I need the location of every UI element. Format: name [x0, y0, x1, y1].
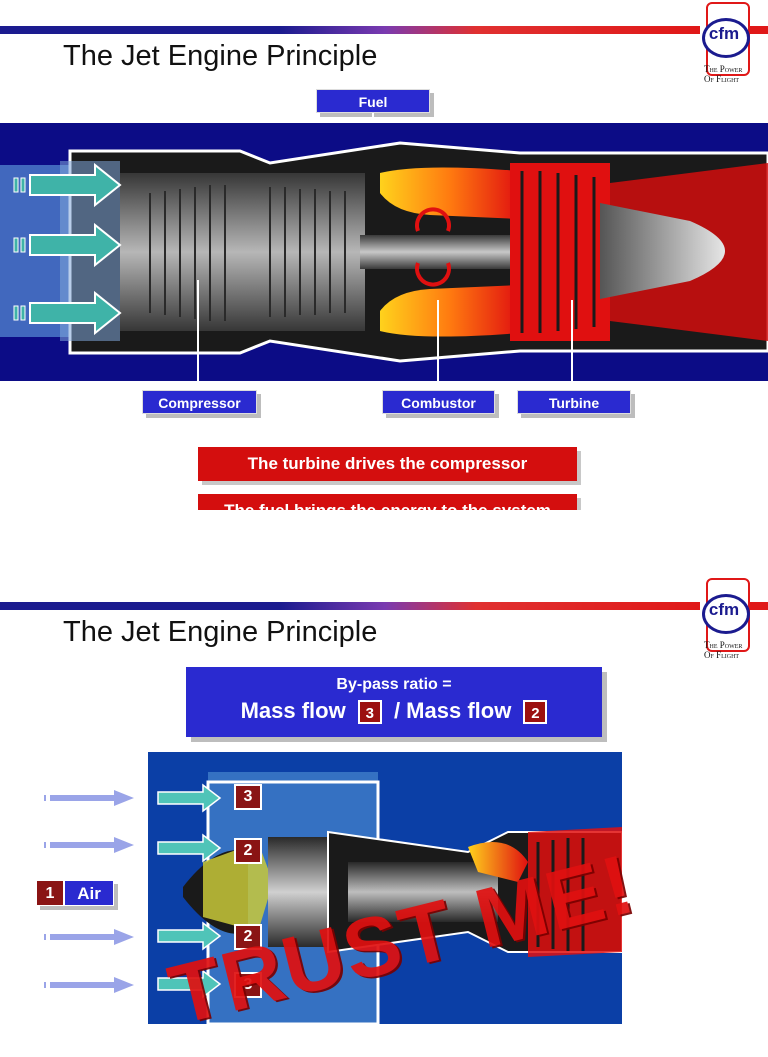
- header-stripe: [0, 26, 700, 34]
- combustor-flame-top: [380, 167, 520, 219]
- header-stripe: [0, 602, 700, 610]
- slide-title: The Jet Engine Principle: [63, 616, 378, 648]
- flow-number-2-lower: 2: [234, 924, 262, 950]
- outer-air-arrow: [44, 929, 134, 945]
- cfm-logo: cfm The Power Of Flight: [700, 2, 768, 92]
- rotation-arrow-bottom: [415, 262, 451, 287]
- turbine-leader: [571, 300, 573, 390]
- air-badge-label: Air: [64, 880, 114, 906]
- denominator-flow-number: 2: [523, 700, 548, 725]
- slide-1: The Jet Engine Principle cfm The Power O…: [0, 0, 768, 510]
- engine-cutaway: [0, 141, 768, 363]
- outer-air-arrow: [44, 790, 134, 806]
- fan-blades: [203, 842, 273, 932]
- outer-air-arrow: [44, 837, 134, 853]
- flow-arrows: [157, 783, 222, 999]
- turbine-label: Turbine: [517, 390, 631, 414]
- cfm-logo: cfm The Power Of Flight: [700, 578, 768, 668]
- bypass-ratio-formula: Mass flow 3 / Mass flow 2: [186, 698, 602, 725]
- combustor-flame-bottom: [380, 285, 520, 337]
- logo-mark: cfm: [708, 24, 740, 43]
- fuel-label: Fuel: [316, 89, 430, 113]
- logo-tagline: The Power Of Flight: [704, 640, 743, 660]
- logo-tagline: The Power Of Flight: [704, 64, 743, 84]
- air-badge: 1 Air: [36, 880, 114, 906]
- statement-turbine-drives-compressor: The turbine drives the compressor: [198, 447, 577, 481]
- flow-number-3-bottom: 3: [234, 972, 262, 998]
- numerator-flow-number: 3: [357, 700, 382, 725]
- outer-air-arrow: [44, 977, 134, 993]
- intake-air-arrows: [13, 162, 122, 336]
- flow-number-3-top: 3: [234, 784, 262, 810]
- combustor-flame: [468, 842, 528, 882]
- logo-mark: cfm: [708, 600, 740, 619]
- slide-2: The Jet Engine Principle cfm The Power O…: [0, 576, 768, 1024]
- mass-flow-denominator: / Mass flow: [393, 698, 512, 723]
- compressor-label: Compressor: [142, 390, 257, 414]
- combustor-leader: [437, 300, 439, 390]
- rotation-arrow-top: [415, 207, 451, 232]
- bypass-ratio-heading: By-pass ratio =: [336, 676, 452, 693]
- jet-engine-diagram: [0, 123, 768, 381]
- bypass-ratio-box: By-pass ratio = Mass flow 3 / Mass flow …: [186, 667, 602, 737]
- compressor-blades: [149, 185, 346, 321]
- compressor-leader: [197, 280, 199, 390]
- air-badge-number: 1: [36, 880, 64, 906]
- exhaust-cone: [600, 203, 725, 299]
- statement-fuel-brings-energy: The fuel brings the energy to the system: [198, 494, 577, 510]
- combustor-label: Combustor: [382, 390, 495, 414]
- turbine-blades: [520, 171, 596, 333]
- slide-title: The Jet Engine Principle: [63, 40, 378, 72]
- flow-number-2-upper: 2: [234, 838, 262, 864]
- mass-flow-numerator: Mass flow: [240, 698, 346, 723]
